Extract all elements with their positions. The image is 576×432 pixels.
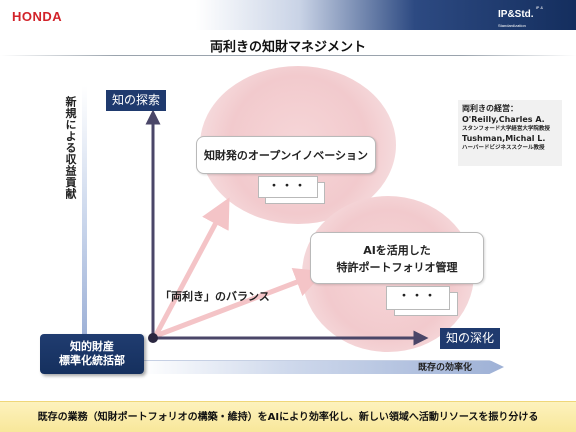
ai-portfolio-line1: AIを活用した [363,244,431,257]
department-line1: 知的財産 [70,340,114,353]
ellipsis-card: ・・・ [258,176,318,198]
brand-japanese: 知的財産・標準化統括部 [498,42,554,48]
reference-affiliation1: スタンフォード大学経営大学院教授 [462,126,550,132]
vertical-gradient-bar [82,86,87,352]
page-title: 両利きの知財マネジメント [209,40,366,55]
reference-affiliation2: ハーバードビジネススクール教授 [462,145,545,151]
reference-box: 両利きの経営： O'Reilly,Charles A. スタンフォード大学経営大… [458,100,562,166]
header-bar: HONDA IP&Std.IP & Standardization 知的財産・標… [0,0,576,48]
brand-name: IP&Std. [498,9,534,20]
footer-message: 既存の業務（知財ポートフォリオの構築・維持）をAIにより効率化し、新しい領域へ活… [0,401,576,432]
open-innovation-box: 知財発のオープンイノベーション [196,136,376,174]
brand-subtitle: IP & Standardization [498,5,544,28]
title-divider [0,55,576,56]
origin-point [148,333,158,343]
reference-heading: 両利きの経営： [462,104,518,113]
department-line2: 標準化統括部 [59,354,125,367]
reference-author2: Tushman,Michal L. [462,134,546,143]
ai-portfolio-box: AIを活用した 特許ポートフォリオ管理 [310,232,484,284]
arrow-to-exploration [153,197,230,337]
honda-logo: HONDA [12,9,63,24]
horizontal-caption: 既存の効率化 [418,363,473,373]
balance-label: 「両利き」のバランス [160,290,270,303]
y-axis-label: 知の探索 [106,90,167,111]
ai-portfolio-line2: 特許ポートフォリオ管理 [336,261,458,274]
department-box: 知的財産 標準化統括部 [40,334,144,374]
arrow-to-exploitation [157,267,326,338]
vertical-caption: 新規による収益貢献 [64,96,77,200]
reference-author1: O'Reilly,Charles A. [462,115,545,124]
x-axis-label: 知の深化 [440,328,501,349]
horizontal-gradient-arrow [140,360,504,374]
brand-block: IP&Std.IP & Standardization 知的財産・標準化統括部 [498,4,568,48]
ellipsis-card: ・・・ [386,286,450,310]
